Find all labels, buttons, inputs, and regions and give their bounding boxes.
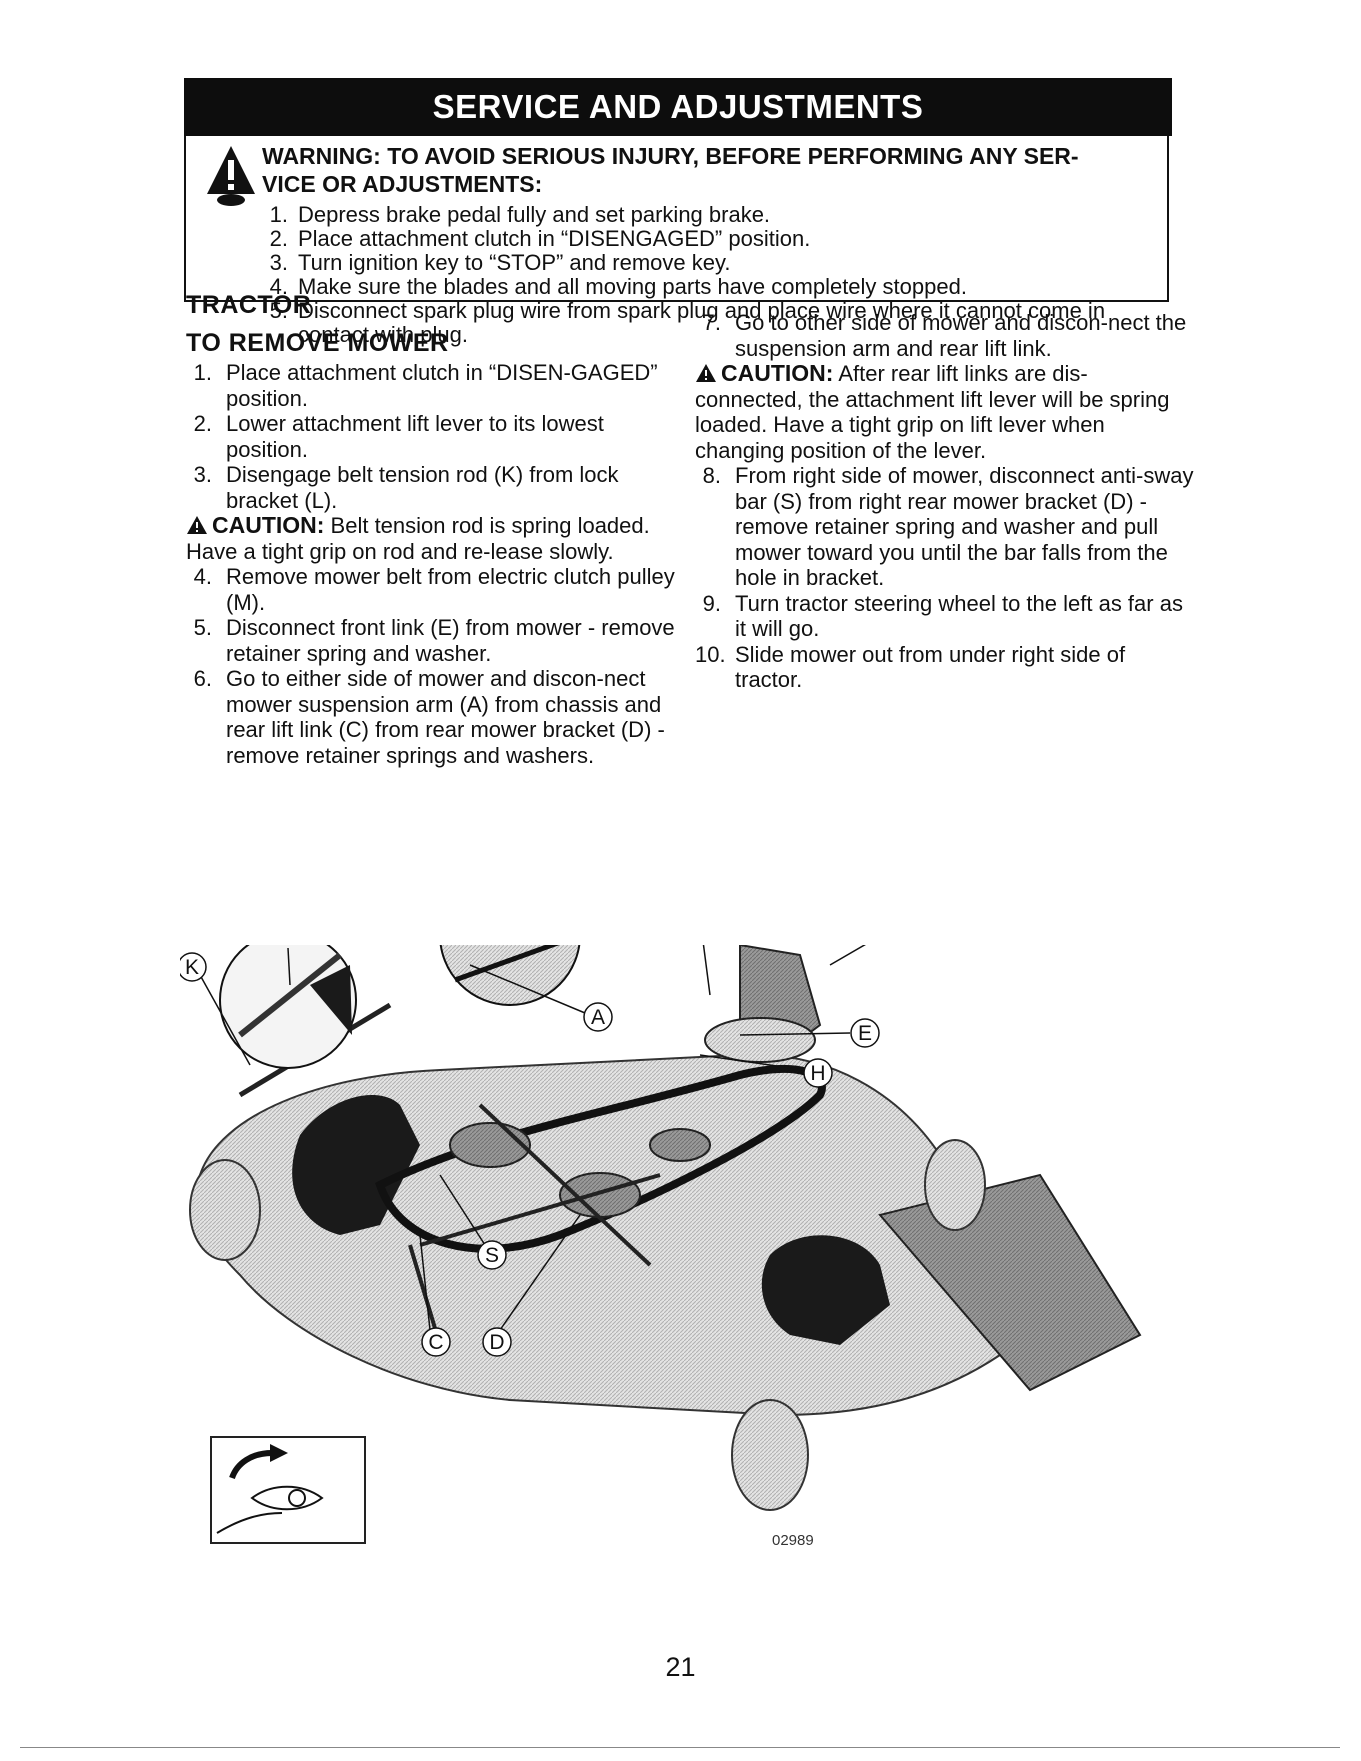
caution-text: Belt tension rod is spring loaded. Have …: [186, 513, 650, 564]
detail-magnifier-center: [439, 945, 581, 1006]
gauge-wheel: [731, 1399, 809, 1511]
step-number: 10.: [695, 641, 726, 667]
warning-item-number: 1.: [269, 202, 288, 227]
step-5: 5. Disconnect front link (E) from mower -…: [186, 615, 676, 666]
caution-label: CAUTION:: [212, 512, 325, 538]
callout-label-s: S: [485, 1244, 499, 1267]
discharge-chute: [878, 1173, 1142, 1392]
step-text: Remove mower belt from electric clutch p…: [226, 564, 675, 615]
right-housing: [761, 1235, 890, 1345]
warning-item-number: 5.: [269, 298, 288, 323]
warning-list: 1. Depress brake pedal fully and set park…: [258, 203, 1158, 347]
warning-title-line2: VICE OR ADJUSTMENTS:: [262, 171, 543, 197]
step-number: 7.: [702, 310, 721, 335]
warning-item: 4. Make sure the blades and all moving pa…: [258, 275, 1158, 299]
pulley: [449, 1122, 531, 1168]
step-text: Disconnect front link (E) from mower - r…: [226, 615, 675, 666]
step-4: 4. Remove mower belt from electric clutch…: [186, 564, 676, 615]
step-number: 8.: [702, 463, 721, 488]
left-column: TRACTOR TO REMOVE MOWER 1. Place attachme…: [186, 290, 676, 768]
warning-triangle-icon: [207, 146, 255, 206]
step-text: Place attachment clutch in “DISEN-GAGED”…: [226, 360, 658, 411]
step-8: 8. From right side of mower, disconnect a…: [695, 463, 1195, 591]
step-7: 7. Go to other side of mower and discon-n…: [695, 310, 1195, 361]
diagram-code: 02989: [772, 1532, 814, 1549]
callout-label-h: H: [810, 1062, 825, 1085]
warning-item-text: Place attachment clutch in “DISENGAGED” …: [298, 226, 811, 251]
callout-markers: K L B M F A E H S C D: [180, 952, 880, 1357]
caution-note-1: CAUTION: Belt tension rod is spring load…: [186, 512, 676, 564]
section-header: SERVICE AND ADJUSTMENTS: [184, 78, 1172, 136]
callout-label-e: E: [858, 1022, 872, 1045]
step-number: 2.: [193, 411, 212, 436]
anti-sway-bar: [419, 1173, 661, 1247]
detail-link: [454, 945, 560, 983]
warning-item-text: Depress brake pedal fully and set parkin…: [298, 202, 771, 227]
step-number: 1.: [193, 360, 212, 385]
right-column: 7. Go to other side of mower and discon-n…: [695, 310, 1195, 693]
retainer-spring-inset: [210, 1436, 366, 1544]
warning-title-line1: WARNING: TO AVOID SERIOUS INJURY, BEFORE…: [262, 143, 1079, 169]
section-subtitle: TO REMOVE MOWER: [186, 329, 449, 357]
warning-item-text: Turn ignition key to “STOP” and remove k…: [298, 250, 731, 275]
step-2: 2. Lower attachment lift lever to its low…: [186, 411, 676, 462]
retainer-spring-icon: [216, 1444, 324, 1534]
step-number: 9.: [702, 590, 721, 616]
step-number: 4.: [193, 564, 212, 589]
step-number: 5.: [193, 615, 212, 640]
step-3: 3. Disengage belt tension rod (K) from lo…: [186, 462, 676, 513]
warning-item-text: Disconnect spark plug wire from spark pl…: [298, 298, 1106, 347]
pulley: [649, 1128, 711, 1162]
clutch-pulley: [704, 1017, 816, 1063]
caution-note-2: CAUTION: After rear lift links are dis-c…: [695, 360, 1195, 463]
warning-item-number: 2.: [269, 226, 288, 251]
step-text: From right side of mower, disconnect ant…: [735, 463, 1194, 590]
warning-item: 3. Turn ignition key to “STOP” and remove…: [258, 251, 1158, 275]
step-text: Go to either side of mower and discon-ne…: [226, 666, 665, 768]
caution-text: After rear lift links are dis-connected,…: [695, 361, 1170, 463]
warning-item-number: 3.: [269, 250, 288, 275]
caution-triangle-icon: [187, 516, 207, 534]
warning-item: 5. Disconnect spark plug wire from spark …: [258, 299, 1158, 347]
warning-box: WARNING: TO AVOID SERIOUS INJURY, BEFORE…: [184, 136, 1169, 347]
gauge-wheel: [189, 1159, 261, 1261]
bottom-rule: [20, 1747, 1340, 1748]
pulley: [559, 1172, 641, 1218]
detail-rod: [238, 952, 342, 1038]
step-text: Turn tractor steering wheel to the left …: [735, 590, 1183, 642]
step-text: Slide mower out from under right side of…: [735, 641, 1126, 693]
warning-item-text: Make sure the blades and all moving part…: [298, 274, 967, 299]
warning-title: WARNING: TO AVOID SERIOUS INJURY, BEFORE…: [262, 142, 1162, 198]
caution-triangle-icon: [696, 364, 716, 382]
suspension-arm: [478, 1103, 652, 1267]
section-title: TRACTOR: [186, 291, 312, 319]
callout-label-a: A: [591, 1006, 605, 1029]
step-1: 1. Place attachment clutch in “DISEN-GAGE…: [186, 360, 676, 411]
callout-label-d: D: [489, 1331, 504, 1354]
mower-deck-diagram: K L B M F A E H S C D: [180, 945, 1142, 1511]
detail-bracket: [310, 965, 352, 1035]
warning-item: 2. Place attachment clutch in “DISENGAGED…: [258, 227, 1158, 251]
step-6: 6. Go to either side of mower and discon-…: [186, 666, 676, 768]
callout-label-c: C: [428, 1331, 443, 1354]
gauge-wheel: [924, 1139, 986, 1231]
warning-item-number: 4.: [269, 274, 288, 299]
warning-item: 1. Depress brake pedal fully and set park…: [258, 203, 1158, 227]
callout-label-k: K: [185, 956, 199, 979]
step-number: 3.: [193, 462, 212, 487]
step-9: 9. Turn tractor steering wheel to the lef…: [695, 591, 1195, 642]
step-text: Disengage belt tension rod (K) from lock…: [226, 462, 619, 513]
step-number: 6.: [193, 666, 212, 691]
step-text: Go to other side of mower and discon-nec…: [735, 310, 1187, 361]
detail-magnifier-left: [219, 945, 357, 1069]
step-text: Lower attachment lift lever to its lowes…: [226, 411, 604, 462]
page-number: 21: [665, 1652, 696, 1682]
callout-leaders: [199, 945, 866, 1331]
step-10: 10. Slide mower out from under right side…: [695, 642, 1195, 693]
caution-label: CAUTION:: [721, 360, 834, 386]
